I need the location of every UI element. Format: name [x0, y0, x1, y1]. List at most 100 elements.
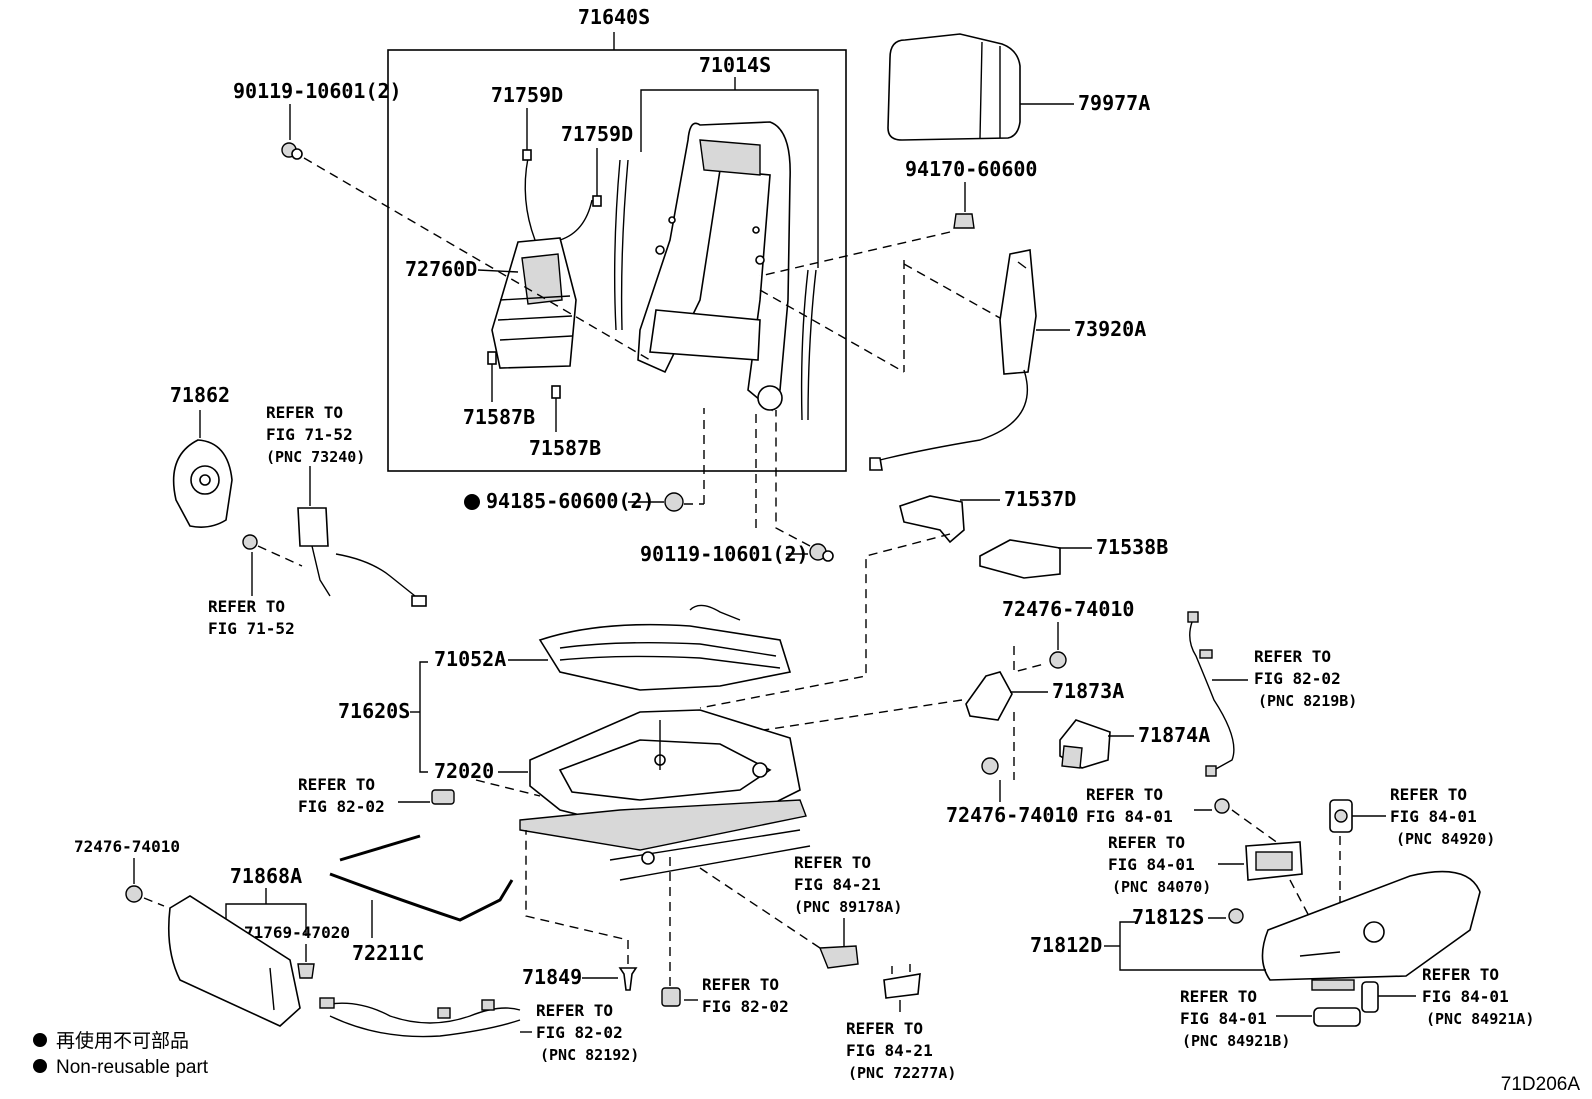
refer-line: REFER TO: [536, 1001, 613, 1020]
refer-line: FIG 84-21: [846, 1041, 933, 1060]
part-label-72020: 72020: [434, 759, 494, 783]
part-label-71769-47020: 71769-47020: [244, 923, 350, 942]
refer-line: (PNC 84920): [1396, 830, 1495, 848]
refer-line: FIG 84-21: [794, 875, 881, 894]
screw-icon: [1214, 798, 1230, 814]
refer-line: REFER TO: [266, 403, 343, 422]
refer-line: FIG 84-01: [1180, 1009, 1267, 1028]
part-label-71759D-a: 71759D: [491, 83, 563, 107]
refer-note-8: REFER TO FIG 84-21 (PNC 89178A): [794, 853, 902, 916]
switch-module-icon: [1245, 841, 1303, 881]
cushion-shield-icon: [1261, 870, 1481, 991]
refer-line: REFER TO: [1108, 833, 1185, 852]
refer-note-9: REFER TO FIG 82-02: [702, 975, 789, 1016]
part-label-71587B-a: 71587B: [463, 405, 535, 429]
seat-cushion-spring-icon: [538, 604, 792, 691]
part-label-71868A: 71868A: [230, 864, 302, 888]
connector-icon: [431, 789, 455, 805]
refer-line: (PNC 84921A): [1426, 1010, 1534, 1028]
recliner-cover-icon: [172, 439, 233, 528]
refer-line: (PNC 84921B): [1182, 1032, 1290, 1050]
refer-note-10: REFER TO FIG 82-02 (PNC 82192): [536, 1001, 639, 1064]
non-reusable-marker-icon: [464, 494, 480, 510]
part-label-71874A: 71874A: [1138, 723, 1210, 747]
refer-line: (PNC 8219B): [1258, 692, 1357, 710]
part-label-71759D-b: 71759D: [561, 122, 633, 146]
refer-line: REFER TO: [1390, 785, 1467, 804]
part-label-71862: 71862: [170, 383, 230, 407]
part-label-73920A: 73920A: [1074, 317, 1146, 341]
refer-note-7: REFER TO FIG 84-01 (PNC 84070): [1108, 833, 1211, 896]
seatback-side-trim-icon: [869, 249, 1037, 471]
refer-line: (PNC 72277A): [848, 1064, 956, 1082]
refer-line: (PNC 73240): [266, 448, 365, 466]
refer-line: REFER TO: [298, 775, 375, 794]
cap-icon: [1361, 981, 1379, 1013]
part-label-72211C: 72211C: [352, 941, 424, 965]
refer-line: (PNC 89178A): [794, 898, 902, 916]
seatbelt-buckle-icon: [297, 507, 427, 607]
part-label-71812D: 71812D: [1030, 933, 1102, 957]
bolt-icon: [981, 757, 999, 775]
refer-line: REFER TO: [794, 853, 871, 872]
part-label-94170-60600: 94170-60600: [905, 157, 1037, 181]
refer-note-13: REFER TO FIG 84-01 (PNC 84921A): [1422, 965, 1534, 1028]
seatback-frame-icon: [613, 121, 817, 421]
refer-line: FIG 71-52: [208, 619, 295, 638]
connector-icon: [661, 987, 681, 1007]
clip-icon: [953, 213, 975, 229]
bolt-icon: [125, 885, 143, 903]
refer-line: FIG 84-01: [1390, 807, 1477, 826]
part-label-71873A: 71873A: [1052, 679, 1124, 703]
switch-knob-icon: [1329, 799, 1353, 833]
part-label-72476-74010-top: 72476-74010: [1002, 597, 1134, 621]
cover-cap-icon: [1313, 1007, 1361, 1027]
refer-note-3: REFER TO FIG 82-02: [298, 775, 385, 816]
part-label-72476-74010-left: 72476-74010: [74, 837, 180, 856]
refer-line: FIG 71-52: [266, 425, 353, 444]
refer-line: (PNC 82192): [540, 1046, 639, 1064]
part-label-90119-bottom: 90119-10601(2): [640, 542, 809, 566]
refer-line: REFER TO: [1180, 987, 1257, 1006]
legend-jp: 再使用不可部品: [56, 1030, 189, 1052]
diagram-code: 71D206A: [1501, 1074, 1581, 1095]
refer-note-1: REFER TO FIG 71-52 (PNC 73240): [266, 403, 365, 466]
pin-icon: [618, 967, 638, 991]
part-label-94185-60600: 94185-60600(2): [486, 489, 655, 513]
seat-cushion-frame-icon: [519, 709, 811, 881]
sensor-bracket-icon: [1059, 719, 1111, 769]
bracket-icon: [979, 539, 1061, 579]
harness-icon: [1187, 611, 1235, 777]
nut-icon: [664, 492, 684, 512]
part-label-71014S: 71014S: [699, 53, 771, 77]
bracket-cover-icon: [899, 495, 965, 544]
lumbar-support-icon: [491, 157, 593, 369]
bolt-icon: [1049, 651, 1067, 669]
wire-harness-icon: [319, 997, 521, 1038]
part-label-72760D: 72760D: [405, 257, 477, 281]
headrest-icon: [887, 33, 1021, 141]
refer-note-5: REFER TO FIG 84-01: [1086, 785, 1173, 826]
refer-note-4: REFER TO FIG 82-02 (PNC 8219B): [1254, 647, 1357, 710]
clip-icon: [297, 963, 315, 979]
part-label-71812S: 71812S: [1132, 905, 1204, 929]
refer-line: REFER TO: [702, 975, 779, 994]
bracket-icon: [965, 671, 1013, 721]
part-label-71537D: 71537D: [1004, 487, 1076, 511]
refer-note-6: REFER TO FIG 84-01 (PNC 84920): [1390, 785, 1495, 848]
refer-line: REFER TO: [846, 1019, 923, 1038]
refer-line: FIG 82-02: [536, 1023, 623, 1042]
bolt-icon: [809, 543, 834, 562]
part-label-71587B-b: 71587B: [529, 436, 601, 460]
refer-line: FIG 82-02: [1254, 669, 1341, 688]
screw-icon: [1228, 908, 1244, 924]
part-label-72476-74010-mid: 72476-74010: [946, 803, 1078, 827]
refer-line: FIG 84-01: [1422, 987, 1509, 1006]
refer-line: REFER TO: [1086, 785, 1163, 804]
part-label-79977A: 79977A: [1078, 91, 1150, 115]
bolt-icon: [242, 534, 258, 550]
part-label-90119-top: 90119-10601(2): [233, 79, 402, 103]
refer-line: FIG 84-01: [1086, 807, 1173, 826]
cushion-side-cover-icon: [167, 895, 301, 1027]
rod-icon: [329, 834, 514, 922]
